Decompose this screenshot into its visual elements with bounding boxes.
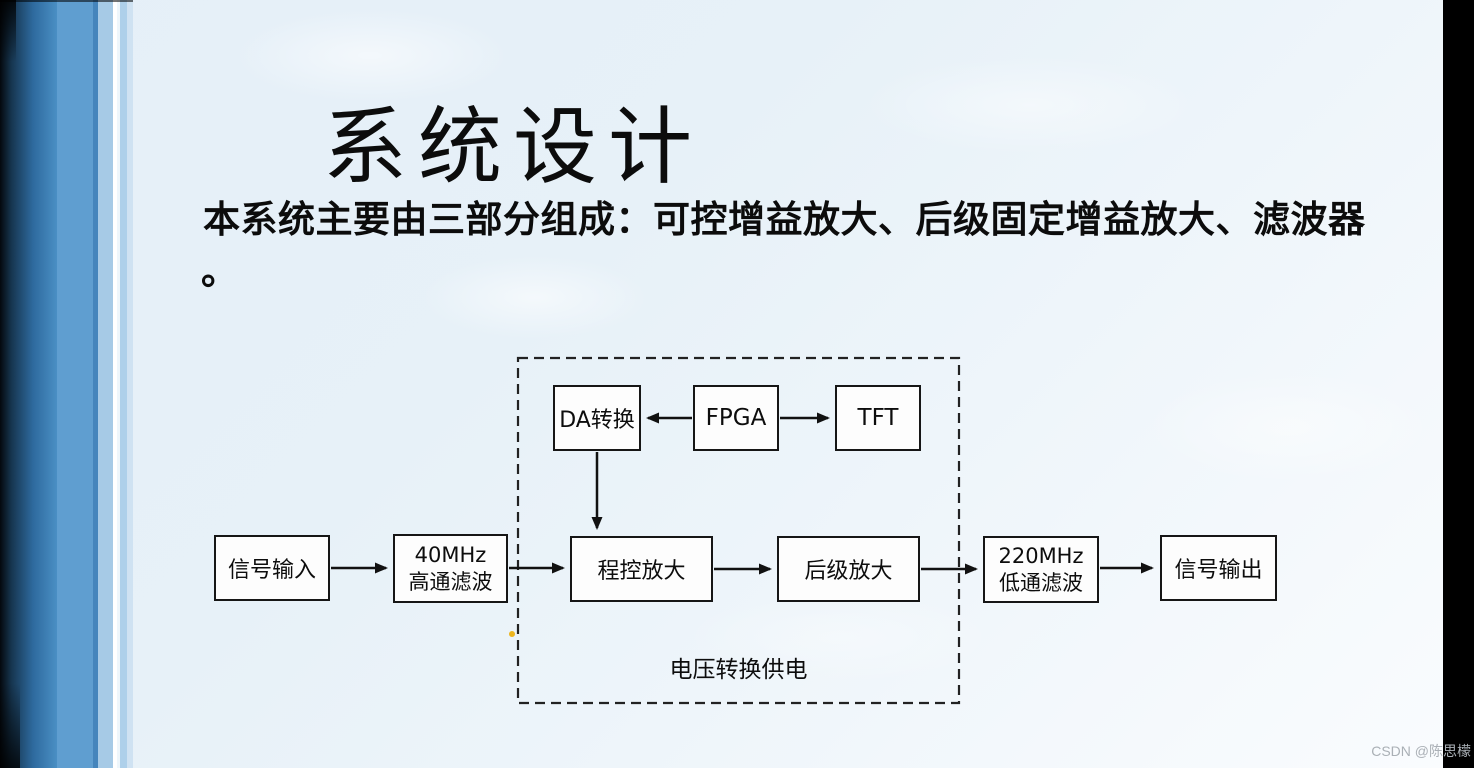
box-label: 后级放大 — [804, 559, 893, 584]
decorative-stripe — [113, 0, 117, 768]
box-label-line2: 低通滤波 — [999, 570, 1083, 595]
page-title: 系统设计 — [323, 102, 704, 195]
diagram-box-programmable-amplifier: 程控放大 — [570, 536, 713, 602]
diagram-box-da-converter: DA转换 — [553, 385, 641, 451]
decorative-stripe — [93, 0, 98, 768]
left-stripe-decoration — [0, 0, 133, 768]
box-label: TFT — [857, 405, 899, 431]
cloud-decoration — [860, 55, 1200, 155]
diagram-box-highpass-filter: 40MHz 高通滤波 — [393, 534, 508, 603]
decorative-stripe — [117, 0, 120, 768]
box-label: DA转换 — [559, 408, 635, 433]
decorative-top-line — [0, 0, 133, 2]
csdn-watermark: CSDN @陈思檬 — [1371, 743, 1471, 759]
decorative-stripe — [120, 0, 127, 768]
decorative-stripe — [57, 0, 93, 768]
power-group-label: 电压转换供电 — [669, 657, 808, 683]
box-label: FPGA — [705, 405, 767, 431]
yellow-dot-marker — [509, 631, 515, 637]
diagram-box-lowpass-filter: 220MHz 低通滤波 — [983, 536, 1099, 603]
cloud-decoration — [1140, 370, 1440, 485]
right-black-bar — [1443, 0, 1474, 768]
decorative-stripe — [127, 0, 133, 768]
diagram-box-tft: TFT — [835, 385, 921, 451]
body-text-line1: 本系统主要由三部分组成：可控增益放大、后级固定增益放大、滤波器 — [203, 200, 1366, 241]
box-label: 程控放大 — [597, 559, 686, 584]
box-label: 信号输入 — [227, 558, 316, 583]
decorative-stripe — [98, 0, 113, 768]
box-label-line1: 40MHz — [414, 542, 487, 567]
diagram-box-fpga: FPGA — [693, 385, 779, 451]
diagram-box-post-amplifier: 后级放大 — [777, 536, 920, 602]
decorative-stripe — [0, 0, 57, 768]
box-label: 信号输出 — [1174, 558, 1263, 583]
box-label-line2: 高通滤波 — [408, 569, 493, 594]
cloud-decoration — [420, 255, 650, 340]
diagram-box-signal-input: 信号输入 — [214, 535, 330, 601]
box-label-line1: 220MHz — [998, 543, 1084, 568]
diagram-box-signal-output: 信号输出 — [1160, 535, 1277, 601]
body-text-line2: 。 — [201, 252, 238, 293]
